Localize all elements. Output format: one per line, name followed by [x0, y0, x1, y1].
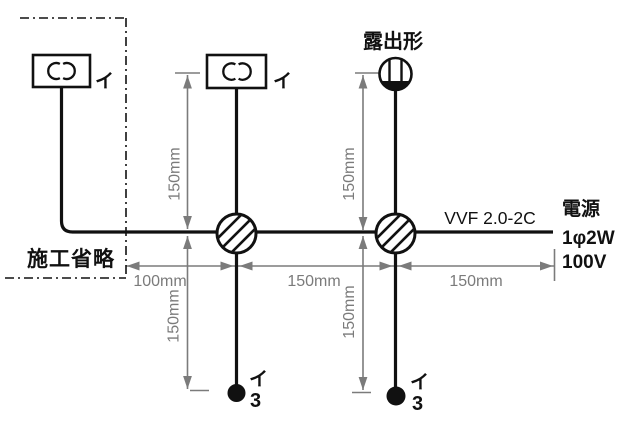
- arrow-up-icon: [358, 236, 368, 249]
- switch-left-dot-icon: [227, 384, 246, 402]
- arrow-left-icon: [398, 261, 412, 271]
- power-title-label: 電源: [562, 197, 600, 220]
- paren-right-arc: [62, 61, 76, 81]
- arrow-left-icon: [126, 261, 140, 271]
- ceiling-rosette-square-middle: [205, 53, 268, 90]
- dim-label-right-horizontal: 150mm: [449, 273, 502, 290]
- arrow-right-icon: [379, 261, 393, 271]
- fixture-left-circuit-label: イ: [95, 71, 114, 92]
- switch-left-number-label: 3: [250, 390, 261, 412]
- text-labels: 露出形 施工省略 イ イ VVF 2.0-2C 電源 1φ2W 100V イ 3…: [27, 30, 615, 415]
- switch-right-number-label: 3: [412, 393, 423, 415]
- switch-right-dot-icon: [386, 386, 406, 406]
- arrow-down-icon: [358, 217, 368, 230]
- paren-right-arc: [238, 62, 252, 81]
- arrow-up-icon: [183, 236, 192, 249]
- hatch-line: [218, 215, 255, 247]
- paren-left-arc: [222, 62, 236, 81]
- dimension-annotations: 150mm 150mm 150mm 150mm 100mm 150mm 150m…: [126, 72, 556, 394]
- hatch-line: [218, 220, 255, 252]
- arrow-right-icon: [540, 261, 553, 271]
- paren-left-arc: [47, 61, 61, 81]
- arrow-up-icon: [358, 75, 368, 89]
- power-phase-label: 1φ2W: [562, 228, 615, 249]
- dim-label-top-left-vertical: 150mm: [167, 147, 184, 200]
- box-with-parentheses-icon: [205, 53, 268, 90]
- junction-box-1: [215, 212, 258, 255]
- fixture-middle-circuit-label: イ: [273, 71, 292, 92]
- hatch-line: [377, 220, 414, 252]
- omitted-section-label: 施工省略: [27, 247, 115, 271]
- power-voltage-label: 100V: [562, 252, 607, 273]
- ceiling-rosette-round-exposed: [378, 56, 413, 92]
- exposed-type-label: 露出形: [363, 30, 423, 53]
- ceiling-rosette-square-left: [31, 53, 92, 89]
- dim-label-bottom-left-vertical: 150mm: [166, 289, 183, 342]
- wire-main-horizontal: [59, 88, 553, 234]
- arrow-up-icon: [183, 75, 192, 89]
- arrow-down-icon: [183, 376, 192, 389]
- switch-left-circuit-label: イ: [249, 369, 268, 390]
- dim-label-top-right-vertical: 150mm: [341, 147, 358, 200]
- arrow-right-icon: [220, 261, 234, 271]
- cable-type-label: VVF 2.0-2C: [444, 208, 535, 228]
- omitted-section-boundary: [5, 17, 127, 279]
- dim-label-left-horizontal: 100mm: [133, 273, 186, 290]
- switch-right-circuit-label: イ: [410, 372, 429, 393]
- arrow-down-icon: [358, 377, 368, 390]
- arrow-down-icon: [183, 216, 192, 229]
- hatch-line: [377, 215, 414, 247]
- arrow-left-icon: [239, 261, 253, 271]
- rosette-filled-segment: [381, 81, 410, 91]
- wires: [59, 88, 553, 389]
- box-with-parentheses-icon: [31, 53, 92, 89]
- dim-label-bottom-right-vertical: 150mm: [341, 285, 358, 338]
- dim-label-middle-horizontal: 150mm: [287, 273, 340, 290]
